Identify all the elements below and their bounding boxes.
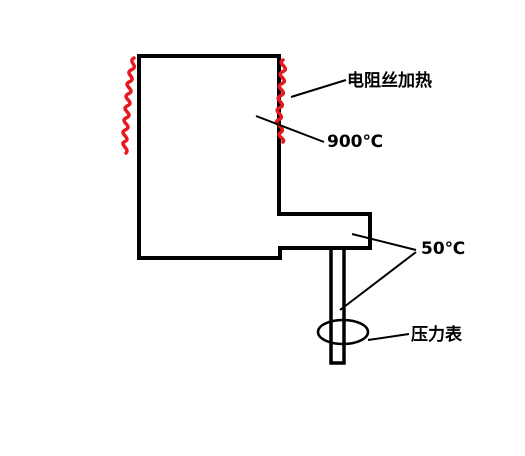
- heating-wire-left: [121, 56, 137, 155]
- label-pressure-gauge: 压力表: [411, 325, 462, 345]
- vessel-outline: [137, 54, 372, 260]
- heating-wire-right: [274, 58, 288, 144]
- label-heater: 电阻丝加热: [347, 71, 432, 91]
- label-temp-high: 900℃: [327, 132, 384, 152]
- leader-50-upper: [351, 233, 417, 251]
- leader-50-lower: [339, 251, 417, 311]
- leader-gauge: [367, 333, 410, 341]
- leader-900: [255, 115, 325, 143]
- pressure-gauge-ring: [316, 318, 370, 346]
- gauge-pipe: [329, 248, 346, 365]
- label-temp-low: 50℃: [421, 239, 466, 259]
- leader-heater: [290, 79, 347, 98]
